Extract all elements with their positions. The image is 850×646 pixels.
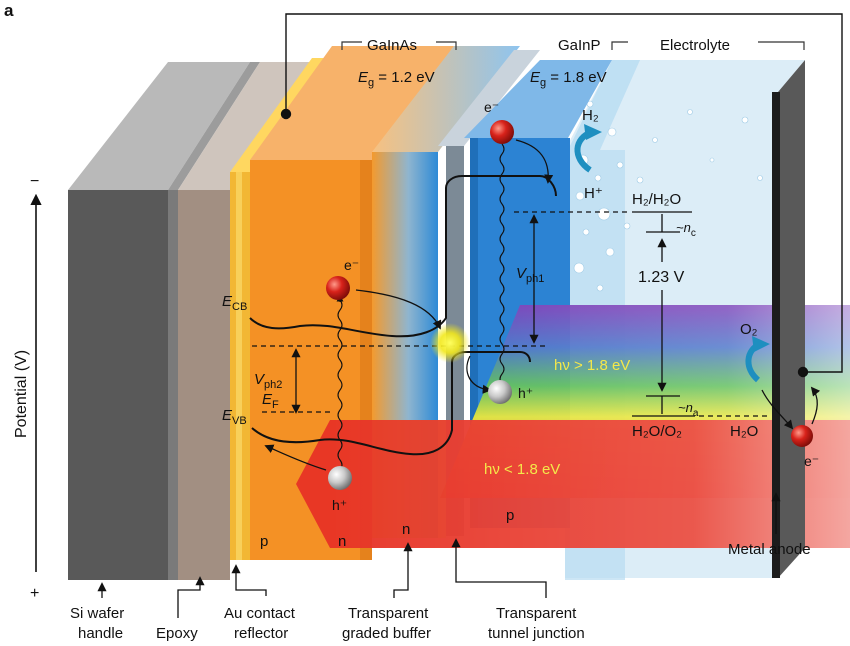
h2-label: H₂ <box>582 107 599 124</box>
electron-label-gainas: e⁻ <box>344 257 359 273</box>
h2-h2o-label: H₂/H₂O <box>632 191 681 208</box>
callout-tunnel-2: tunnel junction <box>488 625 585 642</box>
callout-anode: Metal anode <box>728 541 811 558</box>
doping-n-buffer: n <box>402 521 410 538</box>
carrier-arrows <box>264 139 821 471</box>
carriers <box>326 120 813 490</box>
callout-si-1: Si wafer <box>70 605 124 622</box>
h2o-label: H₂O <box>730 423 758 440</box>
na-label: ~na <box>678 400 699 419</box>
header-gainp: GaInP <box>558 37 601 54</box>
callout-tunnel-1: Transparent <box>496 605 577 622</box>
header-brackets <box>341 41 805 50</box>
evb-label: EVB <box>222 407 247 427</box>
h2o-o2-label: H₂O/O₂ <box>632 423 682 440</box>
ef-label: EF <box>262 391 279 411</box>
hole-gainp <box>488 380 512 404</box>
recombination-glow <box>430 323 470 363</box>
bandgap-gainp: Eg = 1.8 eV <box>530 69 607 89</box>
ecb-label: ECB <box>222 293 247 313</box>
redox-levels <box>632 211 692 417</box>
callout-au-1: Au contact <box>224 605 296 622</box>
external-wire <box>280 13 843 378</box>
light-low-label: hν < 1.8 eV <box>484 461 560 478</box>
si-wafer-handle <box>68 62 260 580</box>
epoxy-layer <box>178 62 312 580</box>
electron-gainas <box>326 276 350 300</box>
callout-epoxy: Epoxy <box>156 625 198 642</box>
axis-plus: + <box>30 585 39 602</box>
metal-anode <box>772 60 805 578</box>
excitation-wave-gainp <box>499 143 505 385</box>
callout-si-2: handle <box>78 625 123 642</box>
callout-au-2: reflector <box>234 625 288 642</box>
vph1-label: Vph1 <box>516 265 544 285</box>
h2-evolution-arrow <box>574 124 602 173</box>
vph2-label: Vph2 <box>254 371 282 391</box>
nc-label: ~nc <box>676 220 696 239</box>
electron-label-anode: e⁻ <box>804 453 819 469</box>
header-electrolyte: Electrolyte <box>660 37 730 54</box>
hole-label-gainas: h⁺ <box>332 497 347 513</box>
doping-p-gainas: p <box>260 533 268 550</box>
bandgap-gainas: Eg = 1.2 eV <box>358 69 435 89</box>
o2-label: O₂ <box>740 321 758 338</box>
o2-evolution-arrow <box>745 336 770 383</box>
callout-arrows <box>97 492 781 618</box>
doping-n-gainas: n <box>338 533 346 550</box>
panel-label: a <box>4 1 14 20</box>
hole-gainas <box>328 466 352 490</box>
hplus-label: H⁺ <box>584 185 603 202</box>
electron-anode <box>791 425 813 447</box>
callout-buffer-2: graded buffer <box>342 625 431 642</box>
header-gainas: GaInAs <box>367 37 417 54</box>
light-high-label: hν > 1.8 eV <box>554 357 630 374</box>
axis-label: Potential (V) <box>13 350 30 438</box>
electron-label-gainp: e⁻ <box>484 99 499 115</box>
voltage-label: 1.23 V <box>638 269 685 286</box>
callout-buffer-1: Transparent <box>348 605 429 622</box>
electron-gainp <box>490 120 514 144</box>
band-lines <box>249 175 557 456</box>
dashed-levels <box>252 211 770 417</box>
doping-p-gainp: p <box>506 507 514 524</box>
axis-minus: − <box>30 173 39 190</box>
hole-label-gainp: h⁺ <box>518 385 533 401</box>
excitation-wave-gainas <box>337 299 343 471</box>
